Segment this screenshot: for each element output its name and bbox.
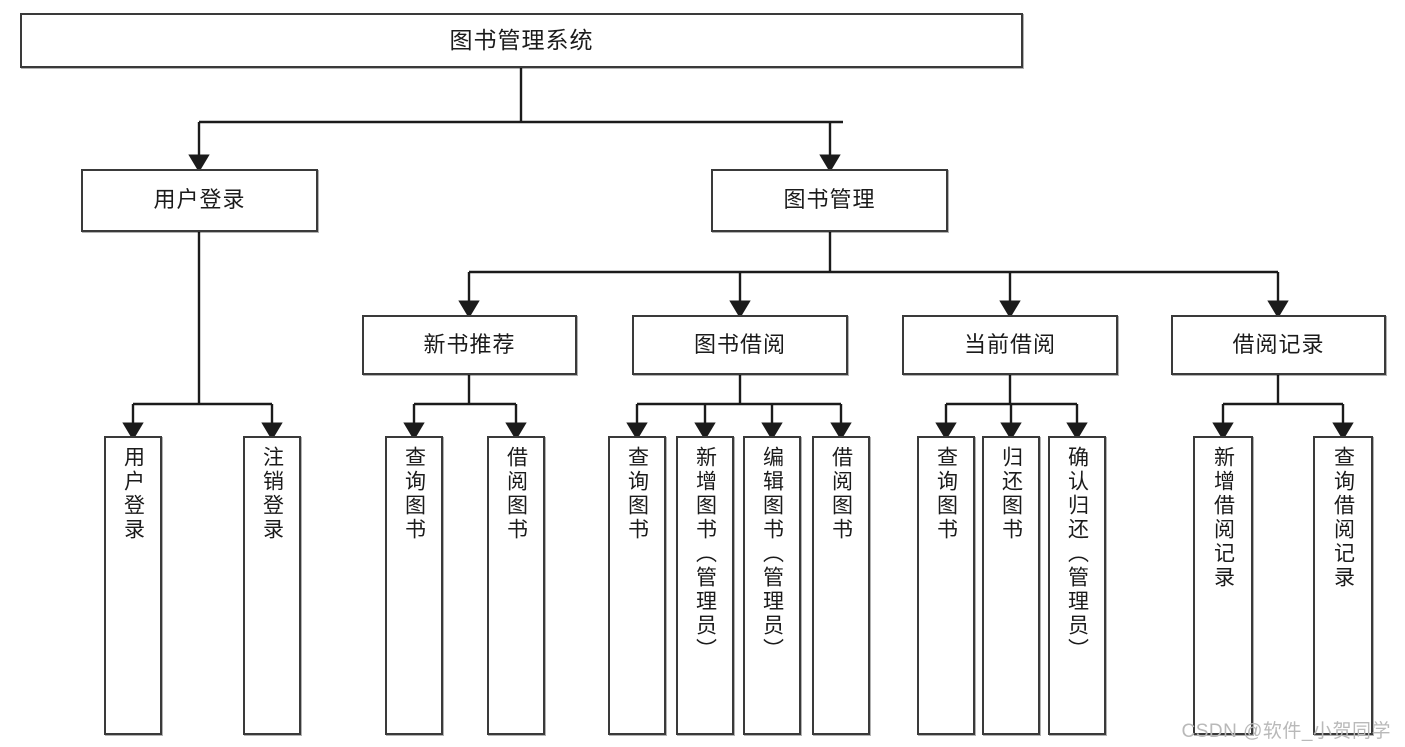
node-user-login[interactable]: 用户登录 [81, 169, 318, 232]
leaf-current-confirm-return-admin[interactable]: 确认归还（管理员） [1048, 436, 1106, 735]
leaf-records-add-record[interactable]: 新增借阅记录 [1193, 436, 1253, 735]
leaf-borrow-edit-book-admin[interactable]: 编辑图书（管理员） [743, 436, 801, 735]
leaf-current-return-book[interactable]: 归还图书 [982, 436, 1040, 735]
node-book-management-label: 图书管理 [783, 187, 876, 213]
leaf-borrow-borrow-book[interactable]: 借阅图书 [812, 436, 870, 735]
node-current-borrow[interactable]: 当前借阅 [902, 315, 1118, 375]
leaf-records-add-record-label: 新增借阅记录 [1211, 446, 1235, 590]
node-book-management[interactable]: 图书管理 [711, 169, 948, 232]
leaf-borrow-query-book[interactable]: 查询图书 [608, 436, 666, 735]
leaf-records-query-record-label: 查询借阅记录 [1331, 446, 1355, 590]
leaf-newbook-query-book[interactable]: 查询图书 [385, 436, 443, 735]
leaf-newbook-borrow-book-label: 借阅图书 [504, 446, 528, 542]
node-borrow-records-label: 借阅记录 [1232, 331, 1325, 357]
leaf-borrow-edit-book-admin-label: 编辑图书（管理员） [760, 446, 784, 662]
node-borrow-records[interactable]: 借阅记录 [1171, 315, 1386, 375]
leaf-user-login[interactable]: 用户登录 [104, 436, 162, 735]
leaf-borrow-borrow-book-label: 借阅图书 [829, 446, 853, 542]
leaf-current-query-book[interactable]: 查询图书 [917, 436, 975, 735]
leaf-current-return-book-label: 归还图书 [999, 446, 1023, 542]
watermark: CSDN @软件_小贺同学 [1181, 721, 1391, 742]
node-user-login-label: 用户登录 [153, 187, 246, 213]
leaf-user-login-label: 用户登录 [121, 446, 145, 542]
leaf-borrow-add-book-admin-label: 新增图书（管理员） [693, 446, 717, 662]
node-new-book-recommend[interactable]: 新书推荐 [362, 315, 577, 375]
leaf-records-query-record[interactable]: 查询借阅记录 [1313, 436, 1373, 735]
node-book-borrow-label: 图书借阅 [693, 331, 786, 357]
leaf-current-query-book-label: 查询图书 [934, 446, 958, 542]
leaf-logout-label: 注销登录 [260, 446, 284, 542]
leaf-logout[interactable]: 注销登录 [243, 436, 301, 735]
node-current-borrow-label: 当前借阅 [963, 331, 1056, 357]
leaf-borrow-query-book-label: 查询图书 [625, 446, 649, 542]
leaf-newbook-query-book-label: 查询图书 [402, 446, 426, 542]
node-book-borrow[interactable]: 图书借阅 [632, 315, 848, 375]
leaf-borrow-add-book-admin[interactable]: 新增图书（管理员） [676, 436, 734, 735]
node-root-label: 图书管理系统 [449, 26, 594, 53]
node-new-book-recommend-label: 新书推荐 [423, 331, 516, 357]
node-root[interactable]: 图书管理系统 [20, 13, 1023, 68]
leaf-newbook-borrow-book[interactable]: 借阅图书 [487, 436, 545, 735]
leaf-current-confirm-return-admin-label: 确认归还（管理员） [1065, 446, 1089, 662]
